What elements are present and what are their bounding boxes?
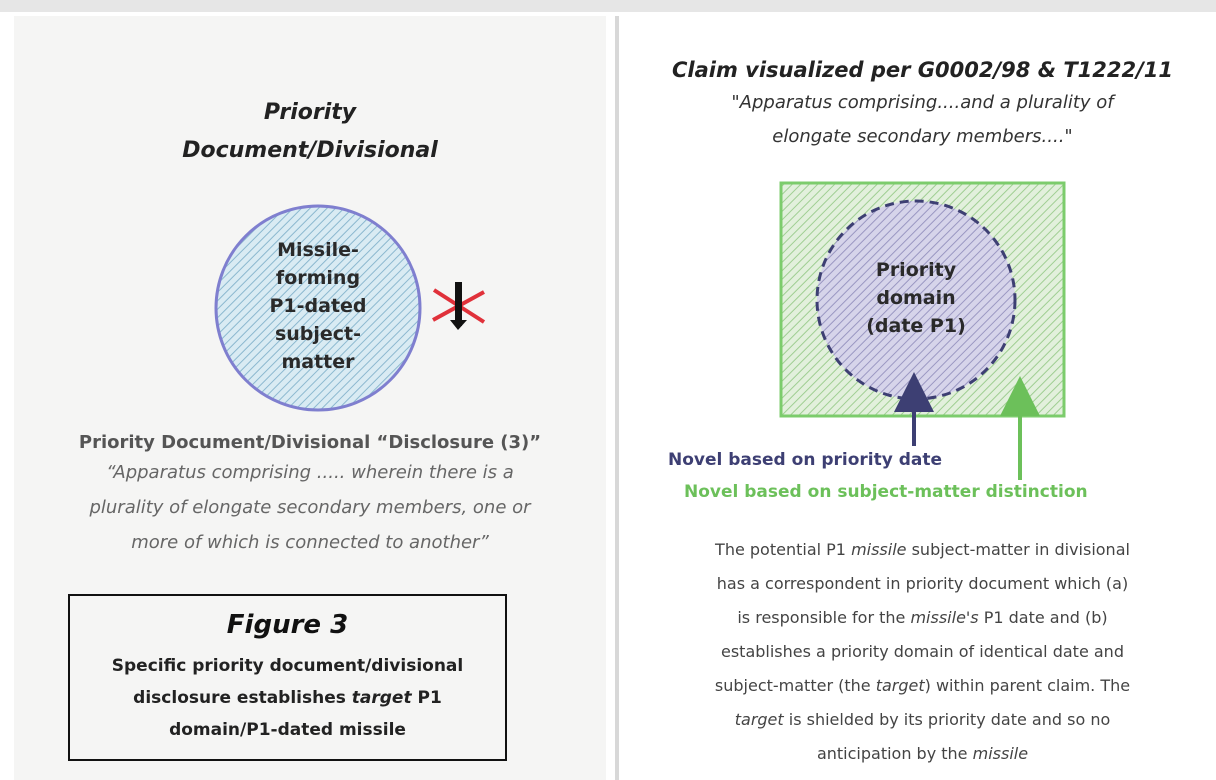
right-title: Claim visualized per G0002/98 & T1222/11 [671, 58, 1173, 82]
top-border [0, 0, 1216, 12]
figure-caption-box: Figure 3 Specific priority document/divi… [68, 594, 507, 761]
figure-line-2c: P1 [411, 688, 442, 708]
missile-line-1: Missile- [277, 239, 359, 261]
exp-7b: missile [972, 744, 1029, 763]
disclosure-heading: Priority Document/Divisional “Disclosure… [78, 432, 542, 453]
quote-line-1: “Apparatus comprising ..... wherein ther… [106, 462, 514, 483]
figure-line-2b: target [351, 688, 412, 708]
exp-3b: missile's [910, 608, 979, 627]
missile-circle [214, 204, 422, 412]
right-quote-2: elongate secondary members...." [772, 126, 1073, 147]
missile-line-4: subject- [274, 323, 362, 345]
figure-line-3: domain/P1-dated missile [169, 720, 406, 740]
exp-7a: anticipation by the [816, 744, 973, 763]
exp-6b: is shielded by its priority date and so … [783, 710, 1111, 729]
explanation-line-5: subject-matter (the target) within paren… [629, 676, 1216, 695]
explanation-line-4: establishes a priority domain of identic… [721, 642, 1124, 661]
left-title-line1: Priority [263, 100, 357, 125]
explanation-line-3: is responsible for the missile's P1 date… [629, 608, 1216, 627]
exp-5c: ) within parent claim. The [924, 676, 1131, 695]
priority-date-label: Novel based on priority date [668, 450, 943, 470]
domain-line-1: Priority [875, 259, 957, 281]
missile-line-2: forming [275, 267, 361, 289]
explanation-line-6: target is shielded by its priority date … [629, 710, 1216, 729]
exp-3a: is responsible for the [737, 608, 911, 627]
figure-title: Figure 3 [226, 610, 349, 640]
exp-1c: subject-matter in divisional [906, 540, 1130, 559]
exp-6a: target [734, 710, 784, 729]
left-title-line2: Document/Divisional [182, 138, 438, 163]
figure-line-2a: disclosure establishes [133, 688, 352, 708]
missile-line-3: P1-dated [269, 295, 367, 317]
missile-line-5: matter [281, 351, 355, 373]
right-quote-1: "Apparatus comprising....and a plurality… [731, 92, 1114, 113]
exp-5b: target [875, 676, 925, 695]
figure-line-1: Specific priority document/divisional [111, 656, 464, 676]
exp-1b: missile [851, 540, 907, 559]
missile-circle-label: Missile- forming P1-dated subject- matte… [218, 236, 418, 376]
priority-domain-label: Priority domain (date P1) [836, 256, 996, 340]
missile-cross-icon [432, 282, 486, 330]
explanation-line-2: has a correspondent in priority document… [716, 574, 1129, 593]
exp-1a: The potential P1 [715, 540, 852, 559]
explanation-line-1: The potential P1 missile subject-matter … [629, 540, 1216, 559]
exp-5a: subject-matter (the [714, 676, 876, 695]
figure-line-2: disclosure establishes target P1 [70, 688, 505, 708]
quote-line-3: more of which is connected to another” [131, 532, 489, 553]
exp-3c: P1 date and (b) [978, 608, 1108, 627]
subject-distinction-label: Novel based on subject-matter distinctio… [684, 482, 1088, 502]
domain-line-3: (date P1) [866, 315, 966, 337]
domain-line-2: domain [876, 287, 956, 309]
explanation-line-7: anticipation by the missile [629, 744, 1216, 763]
quote-line-2: plurality of elongate secondary members,… [89, 497, 531, 518]
